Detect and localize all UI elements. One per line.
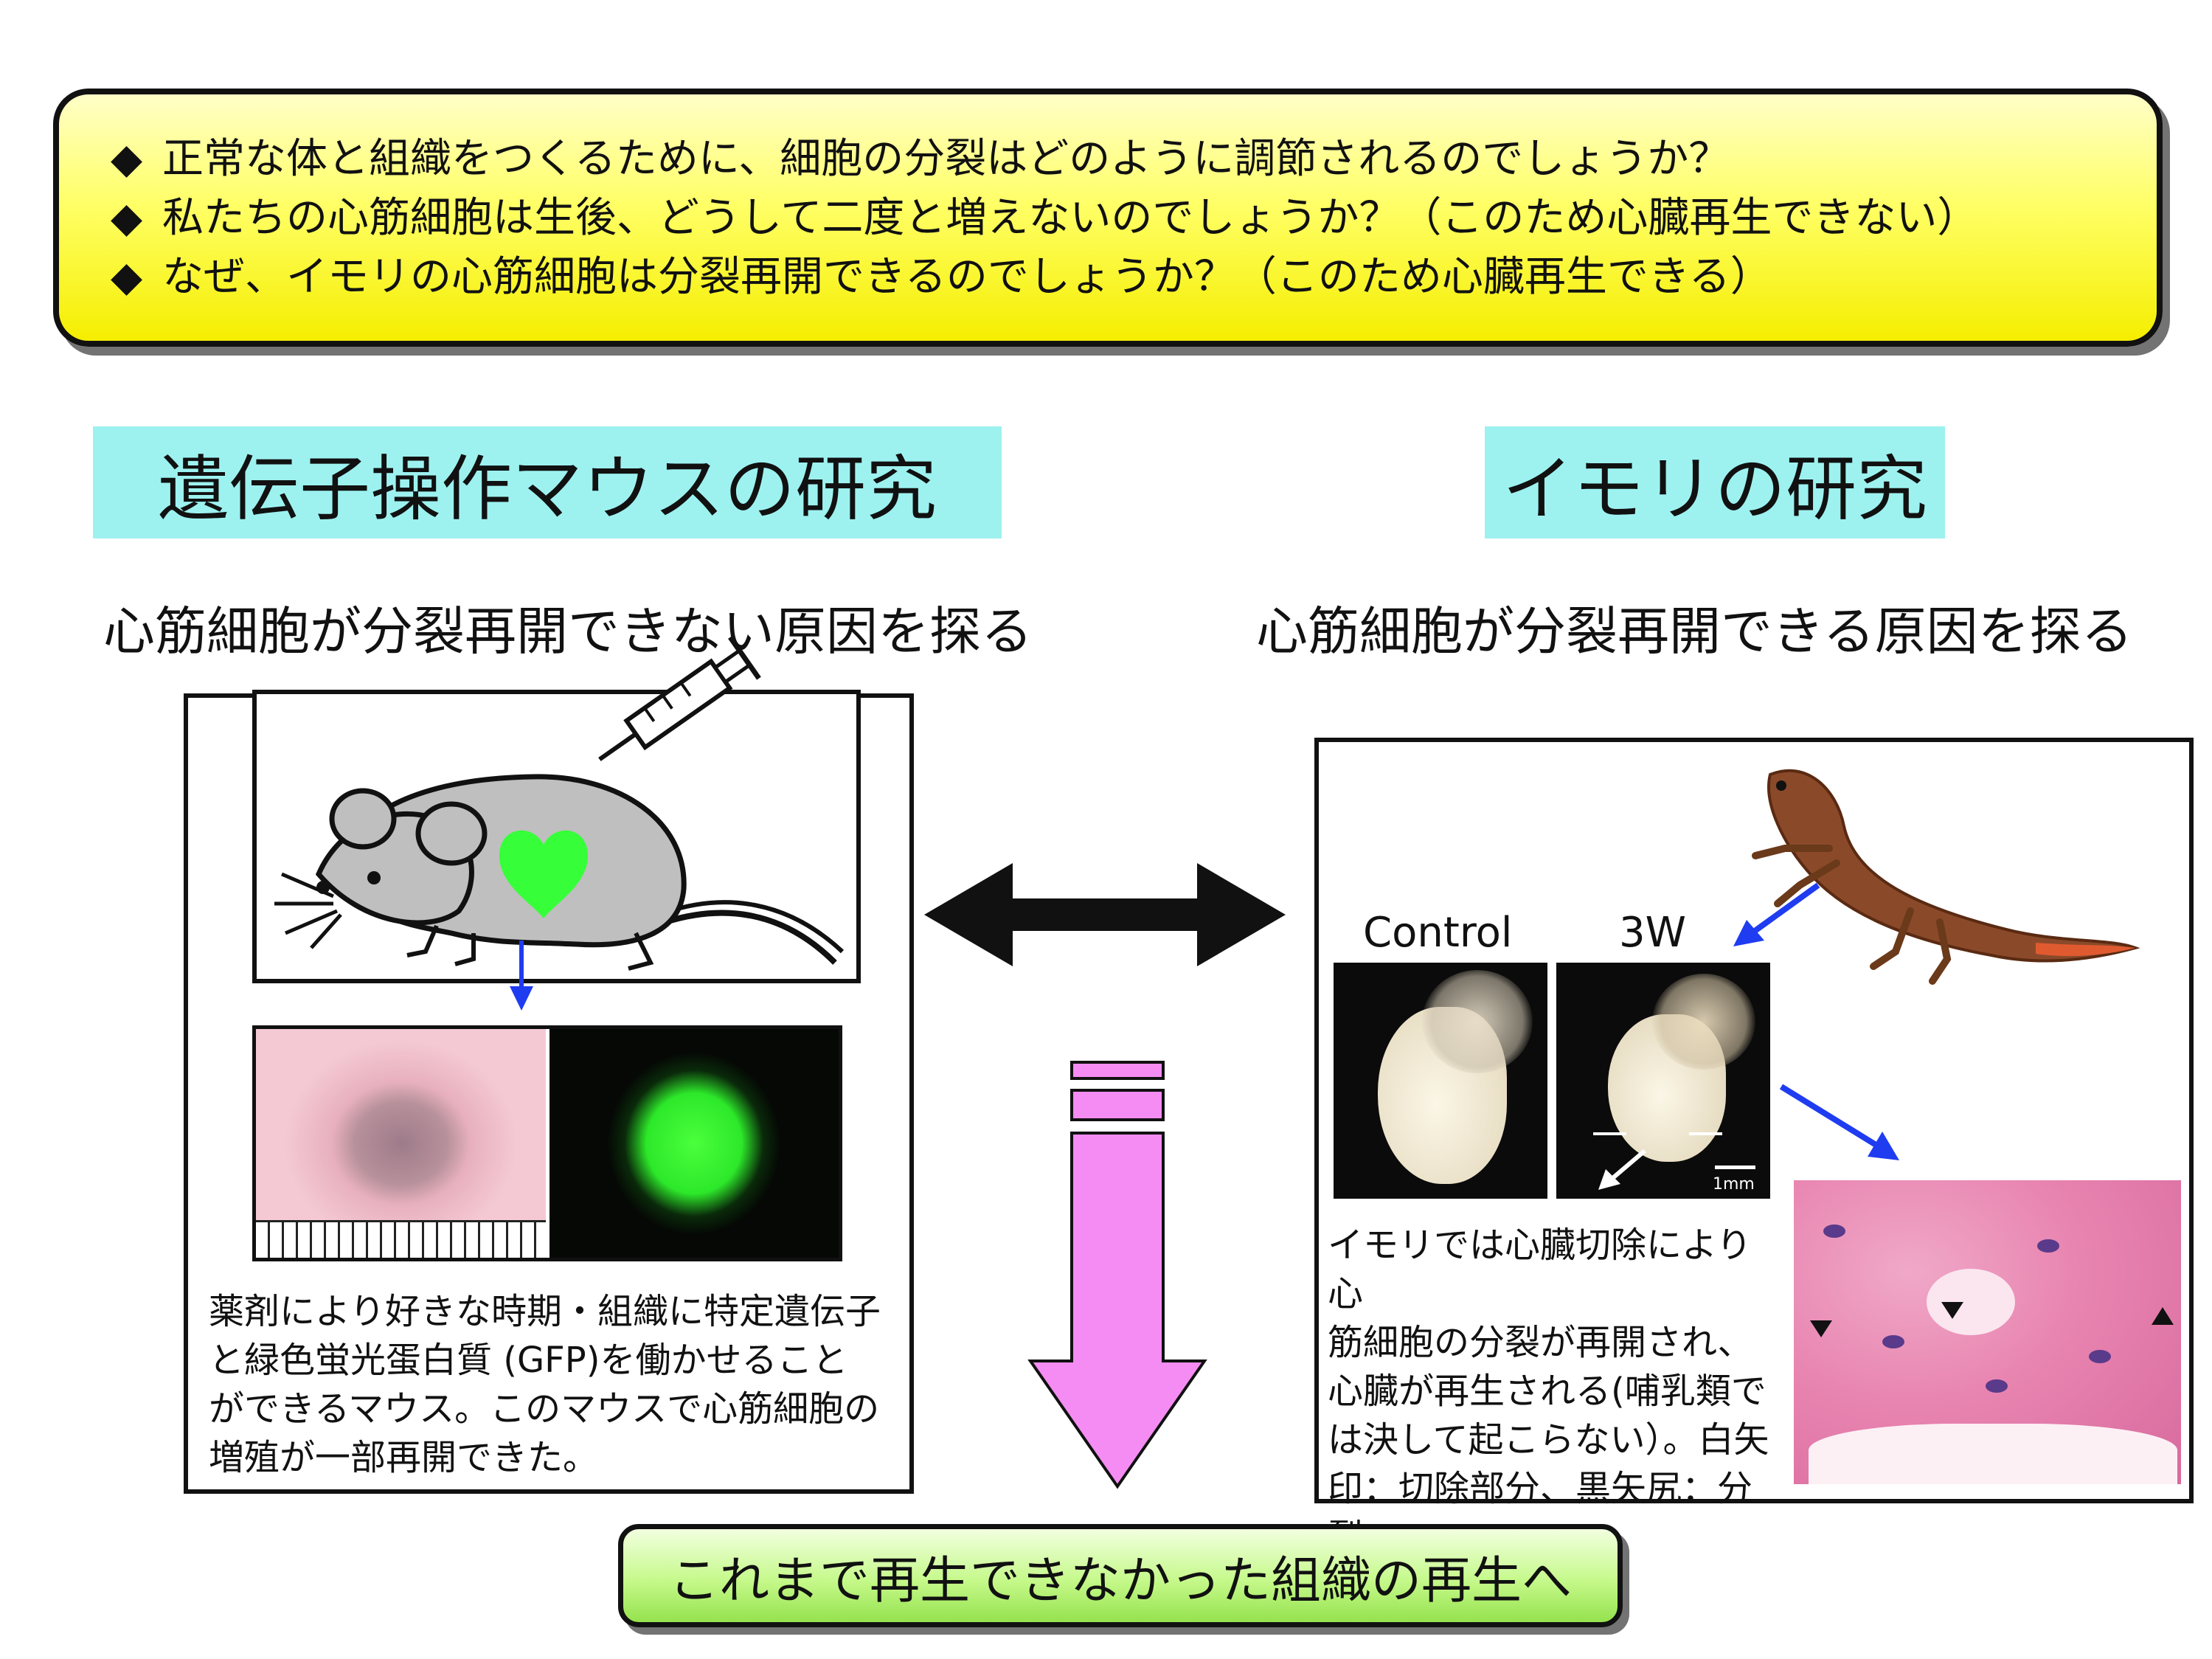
vessel-lumen	[1927, 1269, 2015, 1335]
blue-arrow-to-hearts-icon	[1733, 882, 1820, 946]
newt-body	[1767, 769, 2140, 963]
cut-marker	[1689, 1132, 1722, 1135]
newt-image	[1752, 769, 2140, 985]
mouse-illustration	[274, 635, 845, 971]
brightfield-heart-photo	[256, 1029, 546, 1258]
heart-atrium	[1652, 974, 1755, 1070]
question-box: ◆正常な体と組織をつくるために、細胞の分裂はどのように調節されるのでしょうか？ …	[53, 89, 2163, 347]
right-title: イモリの研究	[1485, 426, 1945, 538]
cut-marker	[1593, 1132, 1626, 1135]
double-headed-arrow-icon	[924, 863, 1286, 966]
black-arrowhead-icon	[1941, 1302, 1963, 1319]
conclusion-box: これまで再生できなかった組織の再生へ	[618, 1524, 1623, 1627]
diamond-bullet-icon: ◆	[111, 135, 143, 183]
ruler-scale	[256, 1220, 546, 1258]
question-2: ◆私たちの心筋細胞は生後、どうして二度と増えないのでしょうか？（このため心臓再生…	[111, 189, 2105, 248]
left-title: 遺伝子操作マウスの研究	[93, 426, 1002, 538]
question-1: ◆正常な体と組織をつくるために、細胞の分裂はどのように調節されるのでしょうか？	[111, 130, 2105, 189]
black-arrowhead-icon	[2152, 1307, 2174, 1325]
white-arrow-icon	[1598, 1149, 1646, 1190]
mouse-legs	[406, 924, 654, 971]
left-subtitle: 心筋細胞が分裂再開できない原因を探る	[103, 601, 1033, 662]
scale-bar	[1715, 1166, 1755, 1169]
right-subtitle: 心筋細胞が分裂再開できる原因を探る	[1256, 601, 2133, 662]
label-3w: 3W	[1619, 909, 1686, 957]
mouse-eye	[367, 871, 381, 884]
question-3: ◆なぜ、イモリの心筋細胞は分裂再開できるのでしょうか？（このため心臓再生できる）	[111, 248, 2105, 307]
heart-atrium	[1422, 970, 1533, 1073]
control-heart-photo	[1334, 963, 1547, 1199]
regenerated-heart-photo: 1mm	[1556, 963, 1770, 1199]
mouse-illustration-box	[252, 635, 861, 983]
newt-legs	[1752, 845, 1952, 985]
blue-arrow-to-histology-icon	[1779, 1084, 1899, 1160]
mouse-tail	[664, 910, 837, 965]
right-caption: イモリでは心臓切除により心 筋細胞の分裂が再開され、 心臓が再生される(哺乳類で…	[1328, 1225, 1769, 1607]
newt-eye	[1776, 780, 1786, 791]
gfp-heart-photo	[549, 1029, 839, 1258]
diamond-bullet-icon: ◆	[111, 253, 143, 301]
pink-down-arrow-icon	[1027, 1061, 1207, 1489]
label-control: Control	[1363, 909, 1513, 957]
left-caption: 薬剤により好きな時期・組織に特定遺伝子 と緑色蛍光蛋白質 (GFP)を働かせるこ…	[209, 1291, 881, 1478]
mouse-ear	[329, 788, 397, 850]
mouse-whiskers	[274, 872, 342, 949]
blue-down-arrow-icon	[510, 941, 533, 1011]
scale-bar-label: 1mm	[1713, 1175, 1755, 1194]
diamond-bullet-icon: ◆	[111, 194, 143, 242]
histology-photo	[1794, 1180, 2181, 1484]
syringe-icon	[598, 635, 761, 761]
heart-photos	[252, 1025, 842, 1261]
gfp-heart-icon	[499, 830, 588, 918]
black-arrowhead-icon	[1810, 1320, 1832, 1337]
mouse-ear	[415, 801, 488, 866]
